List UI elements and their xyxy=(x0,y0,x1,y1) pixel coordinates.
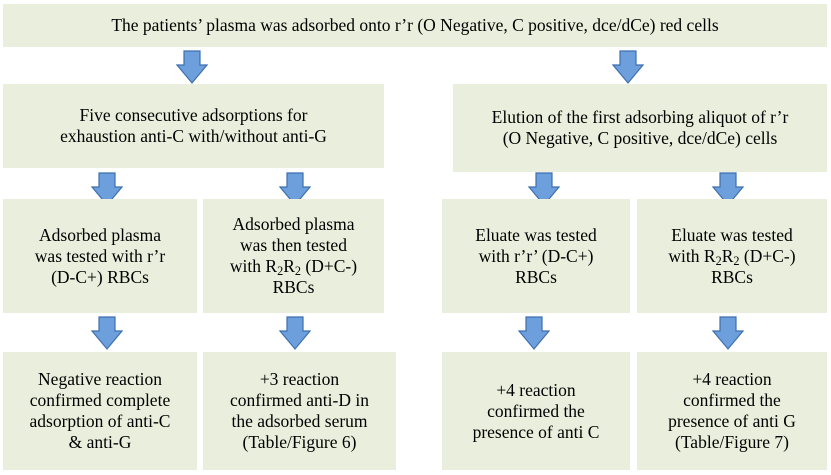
down-arrow-icon xyxy=(528,172,560,206)
test1-line1: Adsorbed plasma xyxy=(39,224,161,245)
result1-line3: adsorption of anti-C xyxy=(29,411,171,431)
test-box-3: Eluate was tested with r’r’ (D-C+) RBCs xyxy=(442,199,630,313)
test4-line2: with R2R2 (D+C-) xyxy=(668,245,796,268)
test4-line3: RBCs xyxy=(711,266,753,287)
right-header-line1: Elution of the first adsorbing aliquot o… xyxy=(491,107,789,127)
test-box-2: Adsorbed plasma was then tested with R2R… xyxy=(203,199,384,313)
result3-line2: confirmed the xyxy=(487,400,585,421)
result-box-3: +4 reaction confirmed the presence of an… xyxy=(442,352,630,470)
test4-line1: Eluate was tested xyxy=(671,224,793,245)
result1-line2: confirmed complete xyxy=(29,390,171,410)
down-arrow-icon xyxy=(712,316,744,350)
result3-line1: +4 reaction xyxy=(496,379,576,400)
result4-line4: (Table/Figure 7) xyxy=(675,432,789,452)
down-arrow-icon xyxy=(279,172,311,206)
test3-line3: RBCs xyxy=(515,266,557,287)
result2-line3: the adsorbed serum xyxy=(231,411,368,431)
right-header-box: Elution of the first adsorbing aliquot o… xyxy=(453,84,827,172)
test3-line2: with r’r’ (D-C+) xyxy=(478,245,594,266)
test2-line1: Adsorbed plasma xyxy=(232,214,355,234)
right-header-line2: (O Negative, C positive, dce/dCe) cells xyxy=(502,128,778,148)
left-header-line2: exhaustion anti-C with/without anti-G xyxy=(60,126,327,146)
result3-line3: presence of anti C xyxy=(472,421,600,442)
down-arrow-icon xyxy=(91,316,123,350)
test2-line3: with R2R2 (D+C-) xyxy=(229,256,358,278)
result1-line4: & anti-G xyxy=(68,432,132,452)
result1-line1: Negative reaction xyxy=(38,369,162,389)
result4-line3: presence of anti G xyxy=(668,411,796,431)
result-box-4: +4 reaction confirmed the presence of an… xyxy=(637,352,827,470)
test2-line4: RBCs xyxy=(272,277,315,297)
test-box-4: Eluate was tested with R2R2 (D+C-) RBCs xyxy=(637,199,827,313)
test1-line3: (D-C+) RBCs xyxy=(51,266,149,287)
result-box-2: +3 reaction confirmed anti-D in the adso… xyxy=(203,352,396,470)
down-arrow-icon xyxy=(91,172,123,206)
result4-line2: confirmed the xyxy=(683,390,781,410)
result2-line2: confirmed anti-D in xyxy=(230,390,369,410)
result4-line1: +4 reaction xyxy=(692,369,772,389)
down-arrow-icon xyxy=(518,316,550,350)
down-arrow-icon xyxy=(279,316,311,350)
down-arrow-icon xyxy=(612,50,644,84)
test-box-1: Adsorbed plasma was tested with r’r (D-C… xyxy=(3,199,197,313)
test3-line1: Eluate was tested xyxy=(475,224,597,245)
result2-line1: +3 reaction xyxy=(259,369,340,389)
down-arrow-icon xyxy=(176,50,208,84)
left-header-box: Five consecutive adsorptions for exhaust… xyxy=(3,84,384,168)
result-box-1: Negative reaction confirmed complete ads… xyxy=(3,352,197,470)
top-text: The patients’ plasma was adsorbed onto r… xyxy=(111,15,719,35)
left-header-line1: Five consecutive adsorptions for xyxy=(79,105,308,125)
top-box: The patients’ plasma was adsorbed onto r… xyxy=(3,4,827,47)
test2-line2: was then tested xyxy=(240,235,347,255)
down-arrow-icon xyxy=(712,172,744,206)
result2-line4: (Table/Figure 6) xyxy=(242,432,357,452)
test1-line2: was tested with r’r xyxy=(34,245,166,266)
